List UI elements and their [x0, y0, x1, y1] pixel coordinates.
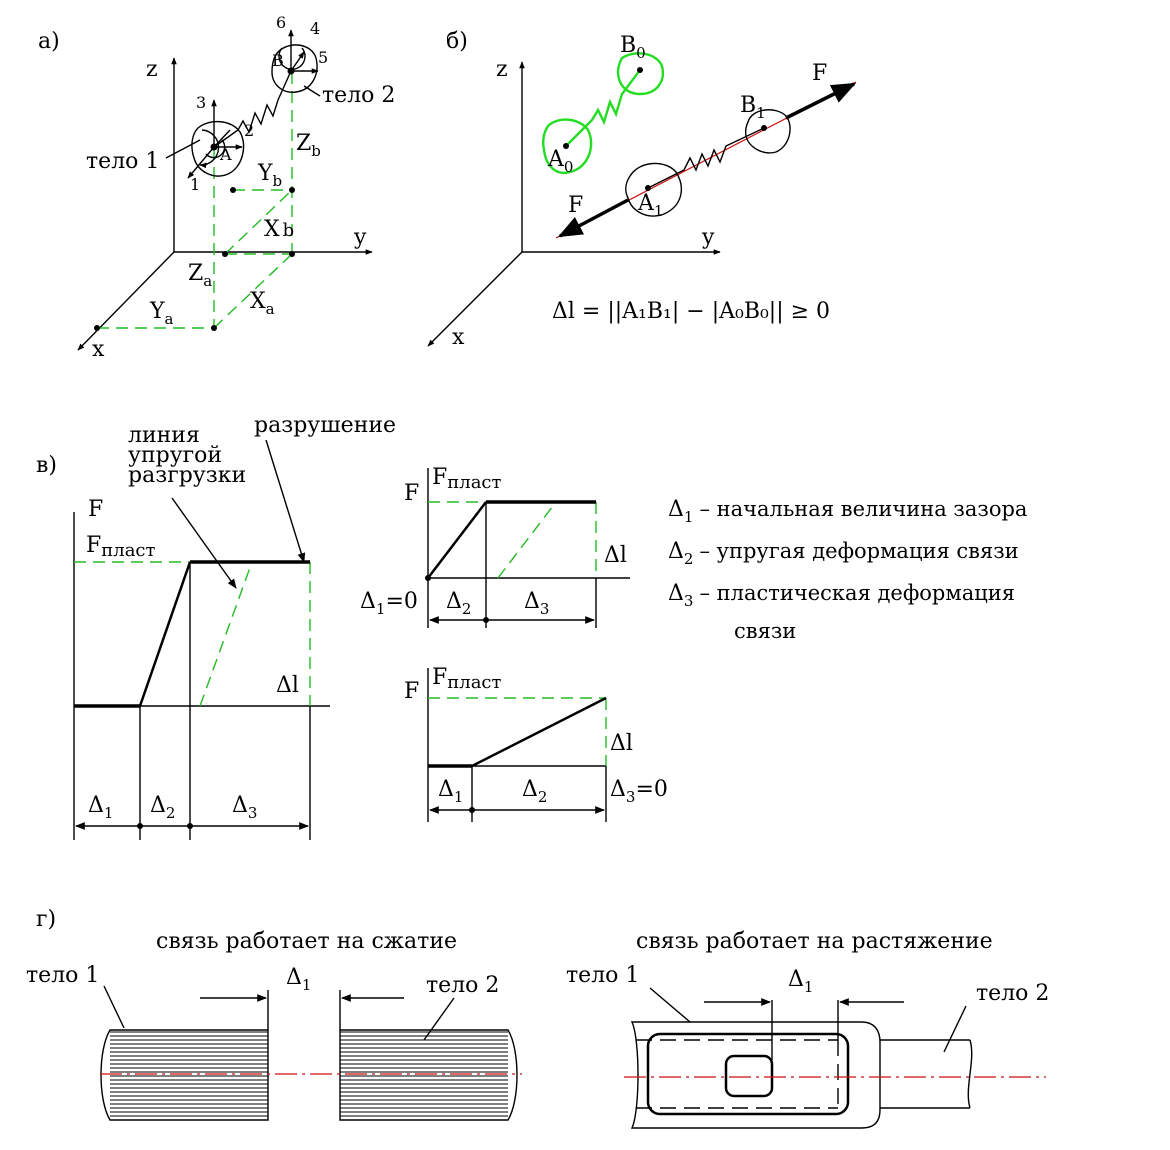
- elastic-label-line1: линия: [128, 423, 200, 448]
- chart-main: F Fпласт Δl Δ1 Δ2 Δ3: [73, 497, 330, 840]
- A0-label: A0: [547, 147, 573, 176]
- F-plast-label: Fпласт: [86, 533, 156, 561]
- legend-d2: Δ2– упругая деформация связи: [668, 539, 1019, 568]
- compression-bodies: тело 1 тело 2 Δ1: [26, 963, 522, 1121]
- force-F-left-label: F: [568, 193, 583, 218]
- dl-label-3: Δl: [610, 731, 633, 756]
- Ya-label: Ya: [149, 299, 174, 328]
- F-axis-label-3: F: [404, 679, 419, 704]
- elastic-pointer: [171, 497, 237, 589]
- tension-bodies: тело 1 тело 2 Δ1: [566, 963, 1049, 1129]
- legend-d3-line2: связи: [734, 619, 796, 643]
- dof-1-label: 1: [190, 175, 200, 194]
- comp-body2-label: тело 2: [426, 973, 499, 998]
- d3-label: Δ3: [232, 793, 257, 822]
- Zb-label: Zb: [296, 131, 321, 160]
- dof-6-label: 6: [276, 13, 286, 32]
- tension-title: связь работает на растяжение: [636, 929, 993, 954]
- Yb-label: Yb: [257, 161, 282, 190]
- F-axis-label-2: F: [404, 481, 419, 506]
- x-axis-b-label: x: [452, 325, 465, 350]
- body-2-label: тело 2: [322, 83, 395, 108]
- point-A-label: A: [219, 145, 232, 164]
- panel-v-label: в): [36, 453, 57, 478]
- tens-body1-label: тело 1: [566, 963, 639, 988]
- x-axis-b: [427, 251, 523, 347]
- panel-b: б) z y x F F A0 B0 A1 B1 Δl = ||A₁B₁| − …: [427, 29, 857, 350]
- tens-body2-label: тело 2: [976, 981, 1049, 1006]
- z-axis-b-label: z: [496, 57, 508, 82]
- legend-d3: Δ3– пластическая деформация: [668, 581, 1015, 610]
- panel-b-label: б): [446, 29, 468, 54]
- d1-label-3: Δ1: [438, 777, 463, 806]
- panel-v: в) разрушение линия упругой разгрузки F: [36, 413, 1027, 840]
- d2-label-3: Δ2: [522, 777, 547, 806]
- force-F-top-label: F: [812, 61, 827, 86]
- body-B1-outline: [744, 109, 791, 154]
- dof-2-label: 2: [244, 121, 254, 140]
- rupture-label: разрушение: [254, 413, 396, 438]
- legend: Δ1– начальная величина зазора Δ2– упруга…: [668, 497, 1027, 643]
- rupture-pointer: [265, 439, 306, 563]
- A1-label: A1: [637, 191, 663, 220]
- force-F-left: [557, 198, 629, 238]
- chart-elastic-only: F Fпласт Δl Δ1 Δ2 Δ3=0: [404, 665, 668, 822]
- Za-label: Za: [188, 261, 212, 290]
- panel-g: г) связь работает на сжатие связь работа…: [26, 907, 1049, 1129]
- panel-a-label: а): [38, 29, 60, 54]
- F-axis-label: F: [88, 497, 103, 522]
- compression-title: связь работает на сжатие: [156, 929, 457, 954]
- y-axis-label: y: [353, 225, 367, 250]
- d1-zero-label: Δ1=0: [360, 589, 418, 618]
- chart-no-gap: F Fпласт Δl Δ1=0 Δ2 Δ3: [360, 465, 630, 628]
- delta-l-formula: Δl = ||A₁B₁| − |A₀B₀|| ≥ 0: [552, 299, 830, 324]
- d2-label-2: Δ2: [446, 589, 471, 618]
- spring-deformed: [647, 127, 765, 189]
- z-axis-label: z: [146, 57, 158, 82]
- elastic-label-line3: разгрузки: [128, 463, 246, 488]
- x-axis: [77, 251, 175, 351]
- legend-d1: Δ1– начальная величина зазора: [668, 497, 1027, 526]
- d3-label-2: Δ3: [524, 589, 549, 618]
- panel-g-label: г): [36, 907, 56, 932]
- Xa-label: Xa: [250, 289, 275, 318]
- panel-a: а) z y x: [38, 13, 395, 362]
- body-2-outline: [271, 44, 318, 93]
- F-plast-label-3: Fпласт: [432, 665, 502, 693]
- d3-zero-label: Δ3=0: [610, 777, 668, 806]
- point-B-label: B: [272, 51, 284, 70]
- B1-label: B1: [740, 93, 766, 122]
- body-1-label: тело 1: [86, 149, 159, 174]
- dl-label: Δl: [276, 673, 299, 698]
- force-F-right: [785, 82, 857, 120]
- dl-label-2: Δl: [604, 543, 627, 568]
- spring-link: [213, 70, 292, 148]
- body-1-outline: [191, 121, 245, 177]
- y-axis-b-label: y: [701, 225, 715, 250]
- F-plast-label-2: Fпласт: [432, 465, 502, 493]
- initial-state-link: [542, 52, 665, 175]
- dof-4-label: 4: [310, 19, 320, 38]
- tens-gap-label: Δ1: [788, 967, 813, 996]
- d1-label: Δ1: [88, 793, 113, 822]
- x-axis-label: x: [92, 337, 105, 362]
- B0-label: B0: [620, 33, 646, 62]
- comp-body1-label: тело 1: [26, 963, 99, 988]
- dof-3-label: 3: [196, 93, 206, 112]
- elastic-label-line2: упругой: [128, 443, 222, 468]
- d2-label: Δ2: [150, 793, 175, 822]
- construction-lines: [97, 72, 293, 329]
- body-A1-outline: [625, 162, 683, 217]
- elastic-segment: [138, 561, 192, 707]
- comp-gap-label: Δ1: [286, 965, 311, 994]
- dof-5-label: 5: [318, 48, 328, 67]
